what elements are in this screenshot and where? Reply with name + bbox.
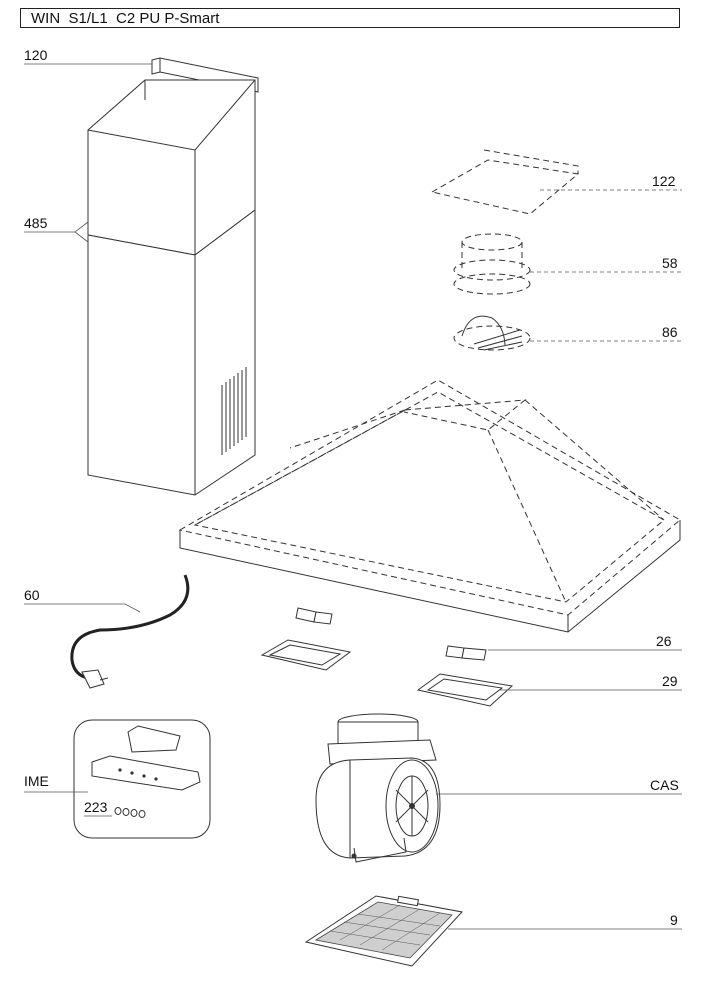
label-cas: CAS	[650, 777, 679, 793]
part-26-lamp-right	[445, 645, 487, 661]
leader-485	[24, 221, 89, 243]
diagram-title: WIN S1/L1 C2 PU P-Smart	[31, 10, 220, 27]
label-9: 9	[670, 912, 678, 928]
part-29-lamp-cover-left	[260, 639, 352, 671]
label-26: 26	[656, 633, 672, 649]
part-86-valve	[453, 315, 531, 351]
part-9-grease-filter	[304, 895, 463, 967]
label-122: 122	[652, 173, 676, 189]
label-58: 58	[662, 255, 678, 271]
label-485: 485	[24, 215, 48, 231]
hood-body	[178, 379, 681, 633]
part-485-chimney	[87, 79, 256, 496]
label-120: 120	[24, 47, 48, 63]
label-223: 223	[84, 799, 108, 815]
label-86: 86	[662, 324, 678, 340]
part-ime-electronics-kit	[73, 719, 211, 839]
label-29: 29	[662, 673, 678, 689]
title-box: WIN S1/L1 C2 PU P-Smart	[20, 8, 680, 28]
label-60: 60	[24, 587, 40, 603]
label-ime: IME	[24, 773, 49, 789]
part-29-lamp-cover-right	[416, 673, 514, 707]
part-cas-motor-assembly	[315, 713, 441, 863]
part-122-plate	[430, 149, 580, 215]
part-26-lamp-left	[295, 607, 333, 625]
part-60-power-cord	[70, 574, 190, 689]
part-58-collar	[453, 233, 531, 295]
